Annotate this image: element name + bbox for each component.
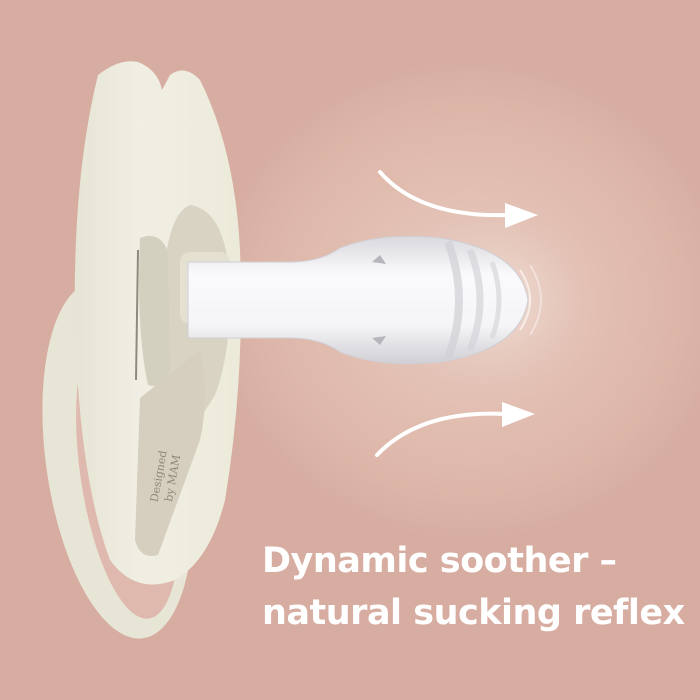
arrow-lower-icon [375,402,535,457]
pacifier-nipple [187,235,542,365]
headline-line-2: natural sucking reflex [262,593,685,633]
label-plate [135,350,205,556]
headline: Dynamic soother – natural sucking reflex [262,535,692,639]
headline-line-1: Dynamic soother – [262,541,617,581]
arrow-upper-icon [378,170,538,228]
